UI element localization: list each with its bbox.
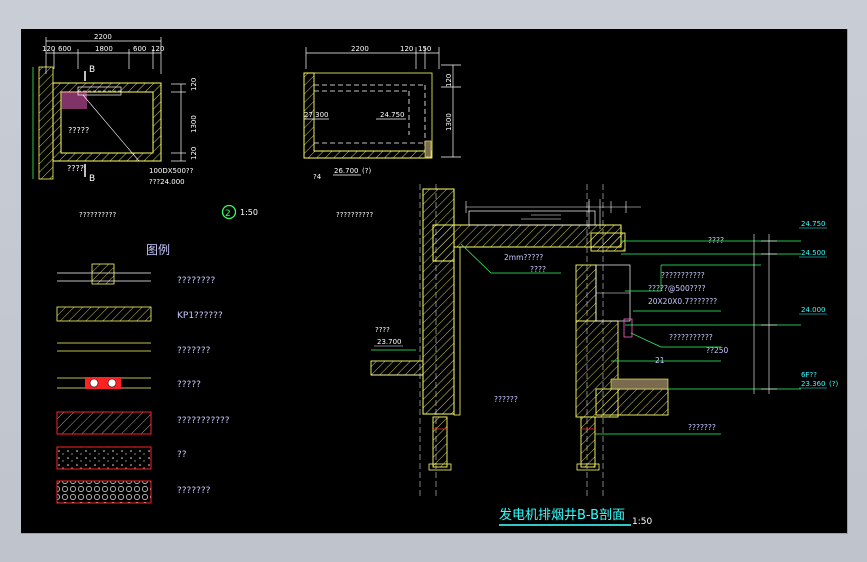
annot-11: ???????: [688, 423, 716, 432]
section-mark-b-bottom: B: [89, 174, 95, 184]
annot-10: ??????: [494, 395, 518, 404]
level-24500: 24.500: [801, 249, 826, 257]
legend-item-4: ?????: [57, 377, 201, 390]
section-scale: 1:50: [632, 517, 652, 527]
annot-1: ????: [708, 236, 724, 245]
section-top-equipment: [468, 210, 596, 226]
plan-right-dim-120: 120: [400, 45, 413, 53]
legend-item-7: ???????: [56, 480, 211, 504]
plan-right: 2200 120 150 120 1300 27.300 24.750 ?4 2…: [303, 45, 461, 219]
section-bb: 24.750 24.500 24.000 6F?? 23.360 (?) ???…: [370, 184, 838, 527]
drawing-canvas[interactable]: 2200 120 600 1800 600 120 120 1300 120 B…: [21, 29, 848, 534]
section-right-floor: [595, 388, 669, 416]
annot-4: ???????????: [661, 271, 705, 280]
plan-right-dim-120-side: 120: [445, 74, 453, 87]
legend-label-7: ???????: [177, 486, 211, 496]
plan-left-pink-fill: [61, 92, 87, 109]
circles-box-icon: [56, 480, 152, 504]
plan-left-leader-1: 100DX500??: [149, 167, 194, 175]
plan-right-level-right: 24.750: [380, 111, 405, 119]
plan-left-caption: ??????????: [79, 211, 116, 219]
plan-left-dimensions: [45, 37, 186, 162]
dim-120-a: 120: [42, 45, 55, 53]
legend-item-6: ??: [56, 446, 187, 470]
section-left-wall: [422, 188, 455, 415]
dim-2200: 2200: [94, 33, 112, 41]
level-23360: 23.360: [801, 380, 826, 388]
plan-right-bottom-suffix: (?): [362, 167, 371, 175]
legend-label-3: ???????: [177, 346, 211, 356]
dim-600-a: 600: [58, 45, 71, 53]
section-mark-b-top: B: [89, 65, 95, 75]
legend-label-1: ????????: [177, 276, 215, 286]
drawing-svg: 2200 120 600 1800 600 120 120 1300 120 B…: [32, 33, 838, 527]
section-column-left: [432, 416, 448, 468]
legend-item-3: ???????: [57, 342, 211, 356]
plan-right-dim-1300: 1300: [445, 113, 453, 131]
plan-left-leader: [82, 94, 140, 162]
annot-5: ?????@500????: [648, 284, 706, 293]
level-24750: 24.750: [801, 220, 826, 228]
annot-8: ??250: [706, 346, 729, 355]
legend-item-1: ????????: [57, 263, 215, 286]
section-column-right: [580, 416, 596, 468]
dim-right-120-b: 120: [190, 147, 198, 160]
legend-label-6: ??: [177, 450, 187, 460]
level-left-note: ????: [375, 326, 390, 334]
section-level-dims: [753, 234, 777, 394]
dim-right-120-a: 120: [190, 78, 198, 91]
section-leaders: [371, 240, 801, 435]
plan-left: 2200 120 600 1800 600 120 120 1300 120 B…: [32, 33, 198, 219]
section-right-topping: [610, 378, 669, 390]
hatched-box-icon: [56, 411, 152, 435]
plan-left-inner-label: ?????: [68, 126, 89, 135]
level-6f: 6F??: [801, 371, 817, 379]
plan-left-side-wall: [38, 66, 54, 180]
legend-label-2: KP1??????: [177, 311, 223, 321]
annot-6: 20X20X0.7???????: [648, 297, 717, 306]
legend-item-5: ???????????: [56, 411, 230, 435]
plan-right-caption: ??????????: [336, 211, 373, 219]
legend-title: 图例: [146, 243, 170, 257]
section-right-upper-wall: [575, 264, 597, 322]
plan-left-outside-label: ????: [67, 164, 84, 173]
annot-2: 2mm?????: [504, 253, 543, 262]
detail-circle-icon: [221, 204, 237, 220]
plan-right-bottom-prefix: ?4: [313, 173, 322, 181]
hatched-band-icon: [56, 306, 152, 322]
dotted-box-icon: [56, 446, 152, 470]
plan-right-level-left: 27.300: [304, 111, 329, 119]
legend-item-2: KP1??????: [56, 306, 223, 322]
legend-label-4: ?????: [177, 380, 201, 390]
plan-right-dim-150: 150: [418, 45, 431, 53]
section-title: 发电机排烟井B-B剖面: [499, 507, 625, 523]
legend: 图例 ???????? KP1?????? ??????? ?????: [56, 243, 230, 504]
annot-7: ???????????: [669, 333, 713, 342]
section-left-slab: [370, 360, 424, 376]
dim-600-b: 600: [133, 45, 146, 53]
wall-stub-icon: [91, 263, 115, 285]
plan-left-dim-text: 2200 120 600 1800 600 120 120 1300 120: [42, 33, 198, 160]
level-23700: 23.700: [377, 338, 402, 346]
level-24000: 24.000: [801, 306, 826, 314]
detail-number: 2: [225, 209, 231, 219]
plan-left-leader-2: ???24.000: [149, 178, 185, 186]
plan-right-bottom-level: 26.700: [334, 167, 359, 175]
annot-3: ????: [530, 265, 546, 274]
detail-scale: 1:50: [240, 208, 258, 217]
plan-right-dim-2200: 2200: [351, 45, 369, 53]
dim-1800: 1800: [95, 45, 113, 53]
dim-120-b: 120: [151, 45, 164, 53]
dim-right-1300: 1300: [190, 115, 198, 133]
level-23360-suffix: (?): [829, 380, 838, 388]
legend-label-5: ???????????: [177, 416, 230, 426]
detail-mark: 2 1:50: [221, 204, 258, 220]
plan-right-dimensions: [305, 47, 461, 158]
annot-9: 21: [655, 356, 665, 365]
